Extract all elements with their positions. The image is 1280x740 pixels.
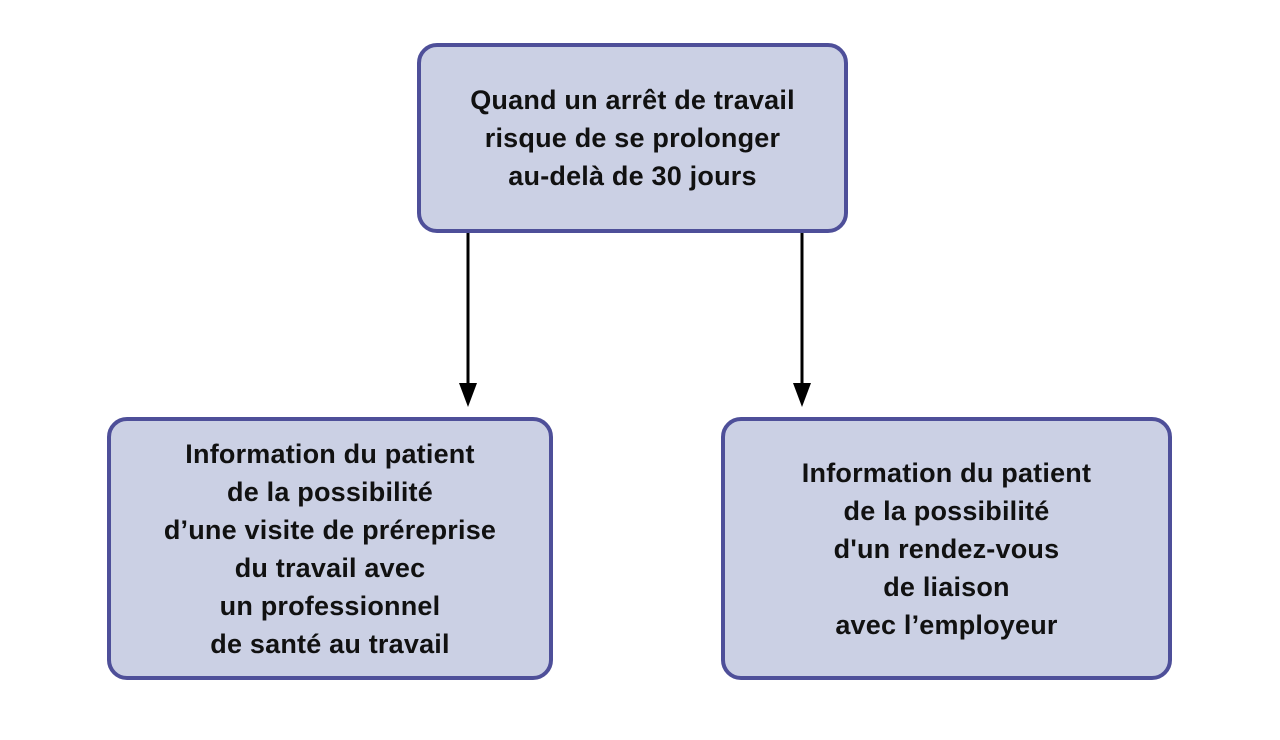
node-root-text: Quand un arrêt de travail risque de se p… [470, 85, 795, 191]
node-root-condition: Quand un arrêt de travail risque de se p… [417, 43, 848, 233]
node-visite-prereprise-text: Information du patient de la possibilité… [163, 438, 497, 659]
node-visite-prereprise: Information du patient de la possibilité… [107, 417, 553, 680]
node-rendez-vous-liaison: Information du patient de la possibilité… [721, 417, 1172, 680]
node-rendez-vous-liaison-text: Information du patient de la possibilité… [801, 457, 1092, 640]
arrow-down-left-icon [459, 233, 477, 407]
arrow-down-right-icon [793, 233, 811, 407]
